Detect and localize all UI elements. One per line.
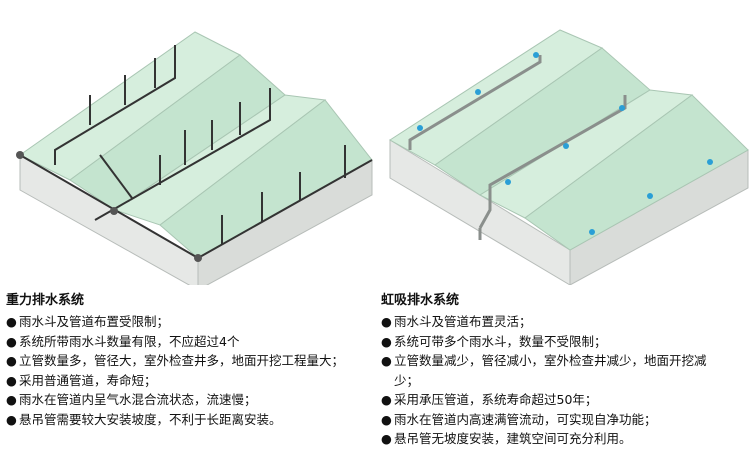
siphon-title: 虹吸排水系统 <box>381 293 460 308</box>
roof-bay-front-slope-2 <box>524 94 749 251</box>
siphon-drainage-illustration <box>380 0 755 285</box>
bullet-icon: ● <box>381 431 392 446</box>
building-front-wall <box>389 139 571 285</box>
bullet-icon: ● <box>381 411 392 427</box>
list-item: ●系统所带雨水斗数量有限，不应超过4个 <box>6 332 346 352</box>
bullet-icon: ● <box>381 314 392 329</box>
siphon-drain-icon <box>505 179 511 185</box>
bullet-icon: ● <box>6 353 17 368</box>
list-item: ●雨水在管道内高速满管流动，可实现自净功能； <box>381 410 721 430</box>
siphon-drain-icon <box>475 89 481 95</box>
list-item: ●雨水斗及管道布置灵活； <box>381 312 721 332</box>
list-item: ●采用普通管道，寿命短； <box>6 371 346 391</box>
siphon-drain-icon <box>647 193 653 199</box>
list-item: ●立管数量多，管径大，室外检查井多，地面开挖工程量大； <box>6 351 346 371</box>
bullet-icon: ● <box>381 392 392 407</box>
siphon-drain-icon <box>589 229 595 235</box>
siphon-drain-icon <box>533 52 539 58</box>
gravity-drainage-illustration <box>0 0 375 285</box>
bullet-icon: ● <box>381 333 392 349</box>
ground-pipe-node <box>110 207 118 215</box>
list-item: ●系统可带多个雨水斗，数量不受限制； <box>381 332 721 352</box>
gravity-points: ●雨水斗及管道布置受限制； ●系统所带雨水斗数量有限，不应超过4个 ●立管数量多… <box>6 312 346 429</box>
bullet-icon: ● <box>381 353 392 368</box>
gravity-caption: 重力排水系统 ●雨水斗及管道布置受限制； ●系统所带雨水斗数量有限，不应超过4个… <box>6 291 346 429</box>
bullet-icon: ● <box>6 411 17 427</box>
siphon-drain-icon <box>707 159 713 165</box>
siphon-drain-icon <box>417 125 423 131</box>
gravity-roof-drawing <box>16 31 373 285</box>
bullet-icon: ● <box>6 314 17 329</box>
ground-pipe-node <box>16 151 24 159</box>
siphon-points: ●雨水斗及管道布置灵活； ●系统可带多个雨水斗，数量不受限制； ●立管数量减少，… <box>381 312 721 449</box>
bullet-icon: ● <box>6 372 17 388</box>
bullet-icon: ● <box>6 333 17 349</box>
siphon-pipes <box>408 55 627 240</box>
list-item: ●悬吊管无坡度安装，建筑空间可充分利用。 <box>381 429 721 449</box>
gravity-pipes <box>19 45 373 259</box>
list-item: ●采用承压管道，系统寿命超过50年； <box>381 390 721 410</box>
siphon-drains <box>417 52 713 235</box>
gravity-title: 重力排水系统 <box>6 293 85 308</box>
list-item: ●雨水在管道内呈气水混合流状态，流速慢； <box>6 390 346 410</box>
list-item: ●悬吊管需要较大安装坡度，不利于长距离安装。 <box>6 410 346 430</box>
siphon-caption: 虹吸排水系统 ●雨水斗及管道布置灵活； ●系统可带多个雨水斗，数量不受限制； ●… <box>381 291 721 449</box>
bullet-icon: ● <box>6 392 17 407</box>
siphon-roof-drawing <box>389 29 749 285</box>
ground-pipe-node <box>194 254 202 262</box>
list-item: ●雨水斗及管道布置受限制； <box>6 312 346 332</box>
list-item: ●立管数量减少，管径减小，室外检查井减少，地面开挖减少； <box>381 353 707 388</box>
siphon-drain-icon <box>619 105 625 111</box>
siphon-drain-icon <box>563 143 569 149</box>
